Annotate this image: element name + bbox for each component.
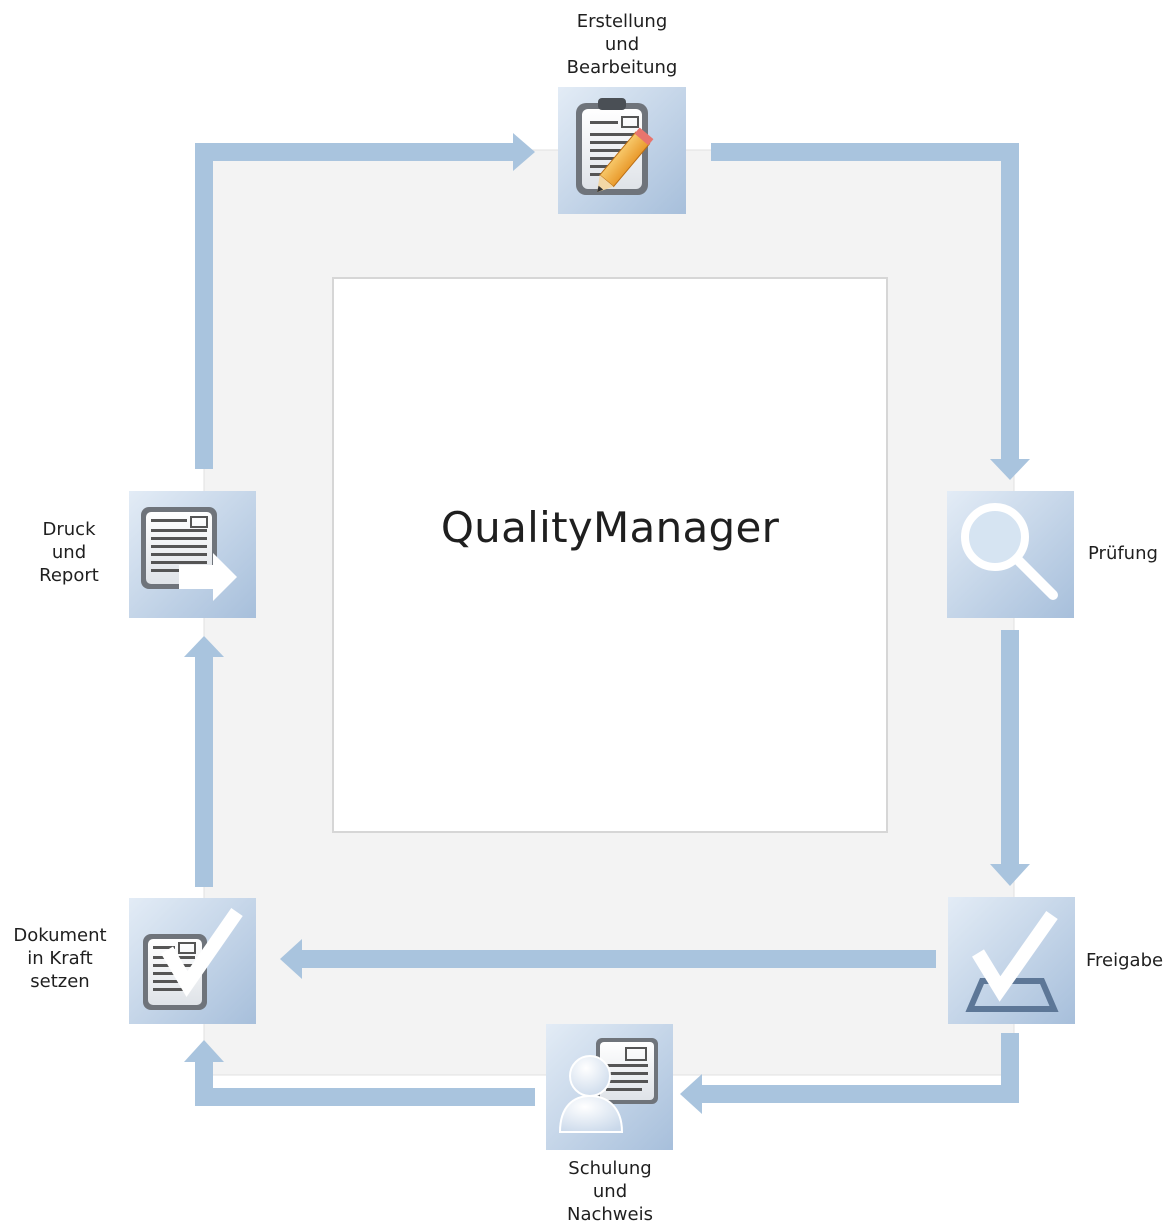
tile-druck[interactable] (129, 491, 256, 618)
tile-freigabe[interactable] (948, 897, 1075, 1024)
label-pruefung: Prüfung (1088, 543, 1158, 564)
tile-schulung[interactable] (546, 1024, 673, 1150)
tile-pruefung[interactable] (947, 491, 1074, 618)
clipboard-pencil-icon (576, 98, 654, 195)
tile-erstellung[interactable] (558, 87, 686, 214)
tile-inkraft[interactable] (129, 898, 256, 1024)
label-freigabe: Freigabe (1086, 950, 1164, 971)
arrow-freigabe-to-inkraft (280, 939, 936, 979)
arrow-pruefung-to-freigabe (990, 630, 1030, 886)
label-druck: Druck und Report (39, 519, 99, 586)
label-inkraft: Dokument in Kraft setzen (13, 925, 107, 992)
label-schulung: Schulung und Nachweis (567, 1158, 653, 1225)
flow-arrows (184, 133, 1030, 1114)
checkmark-tray-icon (965, 910, 1059, 1012)
label-erstellung: Erstellung und Bearbeitung (566, 11, 678, 78)
magnifier-icon (961, 503, 1058, 600)
center-box (332, 277, 888, 833)
arrow-schulung-to-inkraft (184, 1040, 535, 1106)
arrow-inkraft-to-druck (184, 636, 224, 887)
document-arrow-icon (141, 507, 237, 601)
document-checkmark-icon (143, 908, 243, 1010)
arrow-druck-to-erstellung (195, 133, 535, 469)
arrow-freigabe-to-schulung (680, 1033, 1019, 1114)
arrow-erstellung-to-pruefung (711, 143, 1030, 480)
person-document-icon (558, 1038, 658, 1133)
